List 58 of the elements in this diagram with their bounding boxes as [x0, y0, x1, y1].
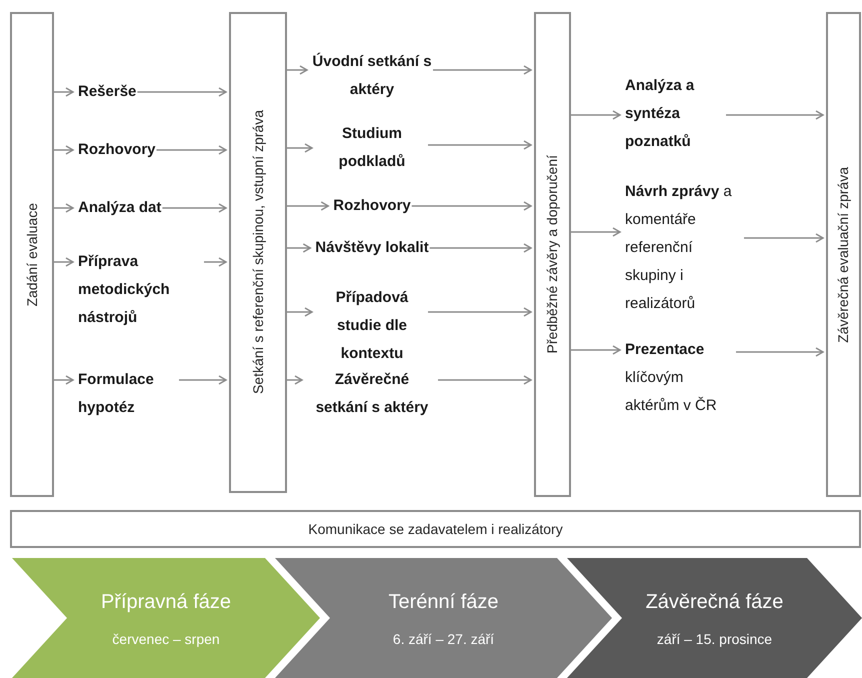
stage-label: Setkání s referenční skupinou, vstupní zpráva: [248, 110, 267, 395]
stage-label: Předběžné závěry a doporučení: [543, 155, 561, 354]
stage-label: Závěrečná evaluační zpráva: [834, 166, 852, 342]
arrow: [54, 87, 74, 97]
arrow: [287, 307, 313, 317]
stage-box: [10, 12, 54, 497]
arrow: [744, 233, 824, 243]
arrow: [287, 65, 308, 75]
arrow: [287, 375, 303, 385]
activity-text: Rešerše: [78, 78, 136, 106]
arrow: [428, 307, 532, 317]
arrow: [156, 145, 227, 155]
phase-dates: červenec – srpen: [112, 630, 220, 649]
arrow: [204, 257, 227, 267]
activity-text: Rozhovory: [333, 192, 411, 220]
activity-text: Studium podkladů: [317, 120, 427, 176]
arrow: [54, 145, 74, 155]
activity-text: Návštěvy lokalit: [315, 234, 429, 262]
arrow: [162, 203, 227, 213]
arrow: [287, 143, 313, 153]
arrow: [438, 375, 532, 385]
activity-text: Rozhovory: [78, 136, 156, 164]
activity-text: Úvodní setkání s aktéry: [312, 48, 432, 104]
phase-title: Terénní fáze: [388, 590, 499, 614]
activity-text: Analýza dat: [78, 194, 162, 222]
arrow: [428, 140, 532, 150]
stage-label: Zadání evaluace: [22, 202, 40, 306]
activity-text: Případová studie dle kontextu: [317, 284, 427, 368]
bar-label: Komunikace se zadavatelem i realizátory: [308, 520, 563, 539]
arrow: [736, 347, 824, 357]
activity-text: Analýza a syntéza poznatků: [625, 72, 725, 156]
arrow: [54, 375, 74, 385]
phase-title: Přípravná fáze: [100, 590, 232, 614]
arrow: [287, 201, 329, 211]
activity-text: Závěrečné setkání s aktéry: [307, 366, 437, 422]
arrow: [179, 375, 227, 385]
phase-dates: 6. září – 27. září: [392, 630, 494, 648]
phase-title: Závěrečná fáze: [646, 590, 784, 614]
arrow: [571, 227, 621, 237]
arrow: [433, 65, 532, 75]
activity-text: Formulace hypotéz: [78, 366, 178, 422]
arrow: [54, 257, 74, 267]
arrow: [571, 345, 621, 355]
phase-dates: září – 15. prosince: [656, 630, 772, 649]
arrow: [571, 110, 621, 120]
arrow: [137, 87, 227, 97]
stage-box: [534, 12, 571, 497]
communication-bar: [10, 510, 861, 548]
activity-text: Návrh zprávy a komentáře referenční skupiny i realizátorů: [625, 178, 743, 318]
stage-box: [826, 12, 861, 497]
activity-text: Prezentace klíčovým aktérům v ČR: [625, 336, 735, 420]
arrow: [430, 243, 532, 253]
stage-box: [229, 12, 287, 493]
arrow: [726, 110, 824, 120]
arrow: [412, 201, 532, 211]
activity-text: Příprava metodických nástrojů: [78, 248, 203, 332]
arrow: [287, 243, 312, 253]
arrow: [54, 203, 74, 213]
